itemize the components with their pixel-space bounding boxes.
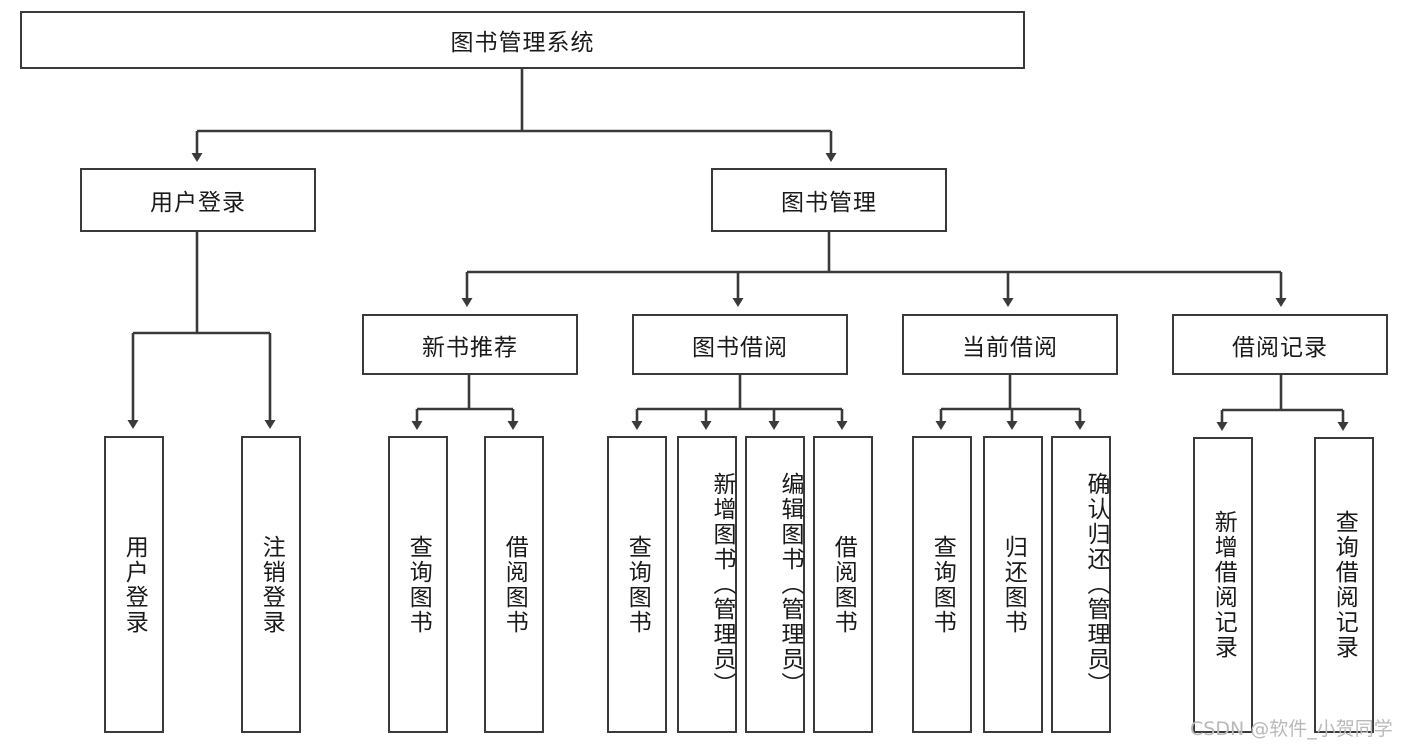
leaf-confirm-return-admin[interactable]: 确认归还（管理员） bbox=[1051, 436, 1111, 733]
node-new-book-recommend[interactable]: 新书推荐 bbox=[362, 314, 578, 375]
node-user-login-label: 用户登录 bbox=[150, 190, 246, 216]
leaf-user-login[interactable]: 用户登录 bbox=[104, 436, 164, 733]
leaf-logout-label: 注销登录 bbox=[258, 534, 285, 635]
node-new-book-recommend-label: 新书推荐 bbox=[422, 334, 518, 361]
leaf-confirm-return-admin-label: 确认归还（管理员） bbox=[1083, 472, 1109, 697]
leaf-edit-book-admin[interactable]: 编辑图书（管理员） bbox=[745, 436, 805, 733]
leaf-query-book-new[interactable]: 查询图书 bbox=[388, 436, 448, 733]
node-book-borrow-label: 图书借阅 bbox=[692, 334, 788, 361]
leaf-query-book-borrow[interactable]: 查询图书 bbox=[607, 436, 667, 733]
node-book-management[interactable]: 图书管理 bbox=[711, 168, 947, 232]
node-current-borrow-label: 当前借阅 bbox=[962, 334, 1058, 361]
leaf-query-book-borrow-label: 查询图书 bbox=[624, 534, 651, 635]
leaf-query-book-current[interactable]: 查询图书 bbox=[912, 436, 972, 733]
node-borrow-record[interactable]: 借阅记录 bbox=[1172, 314, 1388, 375]
leaf-edit-book-admin-label: 编辑图书（管理员） bbox=[777, 472, 803, 697]
leaf-query-book-current-label: 查询图书 bbox=[929, 534, 956, 635]
node-current-borrow[interactable]: 当前借阅 bbox=[902, 314, 1118, 375]
leaf-borrow-book-new-label: 借阅图书 bbox=[501, 534, 528, 635]
leaf-logout[interactable]: 注销登录 bbox=[241, 436, 301, 733]
leaf-query-borrow-record-label: 查询借阅记录 bbox=[1331, 510, 1358, 660]
node-root[interactable]: 图书管理系统 bbox=[20, 11, 1025, 69]
node-book-management-label: 图书管理 bbox=[781, 190, 877, 216]
node-book-borrow[interactable]: 图书借阅 bbox=[632, 314, 848, 375]
leaf-add-book-admin[interactable]: 新增图书（管理员） bbox=[677, 436, 737, 733]
leaf-borrow-book[interactable]: 借阅图书 bbox=[813, 436, 873, 733]
leaf-return-book[interactable]: 归还图书 bbox=[983, 436, 1043, 733]
leaf-add-borrow-record-label: 新增借阅记录 bbox=[1210, 510, 1237, 660]
leaf-add-borrow-record[interactable]: 新增借阅记录 bbox=[1193, 437, 1253, 733]
leaf-add-book-admin-label: 新增图书（管理员） bbox=[709, 472, 735, 697]
node-root-label: 图书管理系统 bbox=[450, 30, 595, 56]
leaf-return-book-label: 归还图书 bbox=[1000, 534, 1027, 635]
leaf-user-login-label: 用户登录 bbox=[121, 534, 148, 635]
node-borrow-record-label: 借阅记录 bbox=[1232, 334, 1328, 361]
leaf-borrow-book-label: 借阅图书 bbox=[830, 534, 857, 635]
node-user-login[interactable]: 用户登录 bbox=[80, 168, 316, 232]
leaf-borrow-book-new[interactable]: 借阅图书 bbox=[484, 436, 544, 733]
csdn-watermark: CSDN @软件_小贺同学 bbox=[1190, 718, 1393, 740]
leaf-query-borrow-record[interactable]: 查询借阅记录 bbox=[1314, 437, 1374, 733]
leaf-query-book-new-label: 查询图书 bbox=[405, 534, 432, 635]
